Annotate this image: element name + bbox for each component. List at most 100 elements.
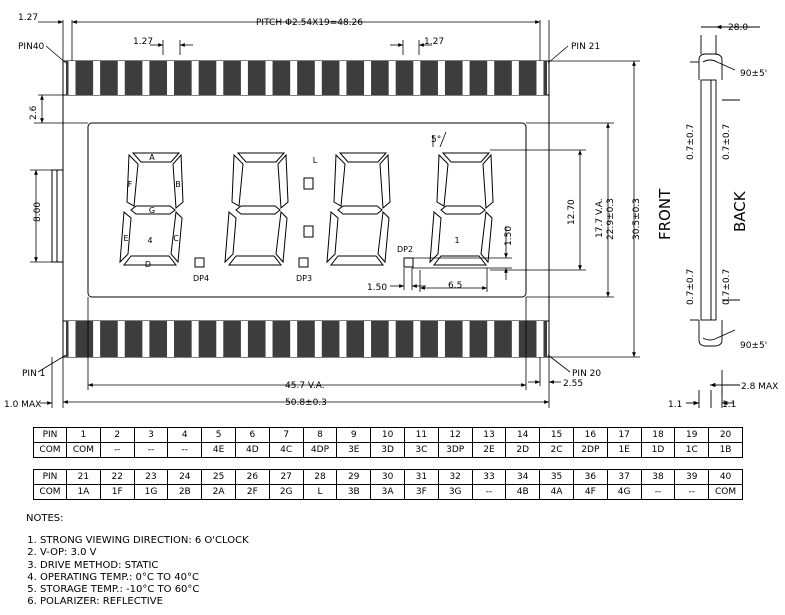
com-cell: 4F	[572, 484, 608, 500]
seg-label-a: A	[149, 153, 155, 162]
dim-1-27-a: 1.27	[133, 37, 153, 47]
seg-label-b: B	[175, 180, 181, 189]
dp4-segment	[194, 257, 205, 268]
pin-cell: 25	[201, 469, 236, 485]
pin-strip	[536, 61, 544, 95]
side-front-label: FRONT	[656, 188, 674, 240]
dim-1-27-left: 1.27	[18, 13, 38, 23]
com-cell: 2B	[167, 484, 203, 500]
note-item: DRIVE METHOD: STATIC	[40, 560, 249, 572]
pin-strip	[142, 61, 150, 95]
pin-strip	[511, 321, 519, 357]
side-tol-left-top: 0.7±0.7	[686, 124, 696, 160]
com-cell: 1A	[66, 484, 101, 500]
note-item: OPERATING TEMP.: 0°C TO 40°C	[40, 572, 249, 584]
pin-strip	[290, 321, 298, 357]
colon-top-segment	[303, 177, 314, 190]
com-cell: 4B	[505, 484, 541, 500]
side-back-label: BACK	[731, 190, 749, 232]
pin-strip	[142, 321, 150, 357]
dim-5-deg: 5°	[431, 135, 441, 145]
side-dim-1-1-right: 1.1	[722, 400, 736, 410]
pin-strip	[117, 61, 125, 95]
com-cell: 4C	[268, 442, 304, 458]
seg-label-c: C	[173, 234, 179, 243]
com-cell: 2F	[234, 484, 270, 500]
com-cell: 2C	[539, 442, 574, 458]
dp2-label: DP2	[397, 245, 413, 254]
pin-row: PIN 21 22 23 24 25 26 27 28 29 30 31 32 …	[33, 469, 743, 485]
com-cell: --	[167, 442, 203, 458]
pin-cell: 40	[708, 469, 743, 485]
pin-strip	[191, 321, 199, 357]
dim-1-50-v: 1.50	[504, 226, 514, 246]
seg-label-d: D	[145, 260, 151, 269]
com-cell: 4E	[201, 442, 236, 458]
pin-strip	[240, 61, 248, 95]
notes-section: NOTES: STRONG VIEWING DIRECTION: 6 O'CLO…	[26, 513, 249, 608]
pin-strip	[93, 321, 101, 357]
pin-cell: 31	[403, 469, 439, 485]
side-tol-right-top: 0.7±0.7	[722, 124, 732, 160]
pin-strip	[191, 61, 199, 95]
com-cell: --	[133, 442, 169, 458]
side-dim-1-1-left: 1.1	[668, 400, 682, 410]
label-pin40: PIN40	[18, 42, 45, 52]
pin-cell: 13	[471, 427, 507, 443]
pin-strip	[314, 61, 322, 95]
dim-8-00: 8.00	[33, 202, 43, 222]
pin-cell: 22	[99, 469, 135, 485]
pin-cell: 37	[606, 469, 642, 485]
com-cell: 3F	[403, 484, 439, 500]
colon-label: L	[313, 156, 318, 165]
digit-2	[326, 152, 391, 266]
side-tol-right-bottom: 0.7±0.7	[722, 269, 732, 305]
seg-label-e: E	[123, 234, 128, 243]
com-cell: COM	[66, 442, 101, 458]
lcd-side-view	[686, 24, 760, 408]
seg-label-g: G	[149, 206, 155, 215]
pin-cell: 10	[370, 427, 405, 443]
com-cell: 2E	[471, 442, 507, 458]
dp2-segment	[403, 257, 414, 268]
com-cell: 3A	[370, 484, 405, 500]
pin-cell: 28	[302, 469, 338, 485]
pin-cell: 38	[640, 469, 676, 485]
pin-strip	[68, 61, 76, 95]
dim-6-5: 6.5	[448, 281, 462, 291]
com-cell: 3B	[336, 484, 372, 500]
label-pin20: PIN 20	[572, 369, 601, 379]
notes-list: STRONG VIEWING DIRECTION: 6 O'CLOCK V-OP…	[26, 535, 249, 608]
dim-1-0-max: 1.0 MAX	[4, 400, 41, 410]
com-cell: L	[302, 484, 338, 500]
pin-cell: 1	[66, 427, 101, 443]
pin-cell: 33	[471, 469, 507, 485]
pin-strip	[536, 321, 544, 357]
pin-cell: PIN	[33, 469, 67, 485]
pin-strip	[388, 61, 396, 95]
pin-table-1: PIN 1 2 3 4 5 6 7 8 9 10 11 12 13 14 15 …	[33, 427, 743, 458]
pin-strip	[216, 321, 224, 357]
pin-cell: 32	[437, 469, 473, 485]
dim-12-70: 12.70	[567, 199, 577, 225]
digit-3	[224, 152, 289, 266]
com-cell: 4D	[234, 442, 270, 458]
com-cell: COM	[33, 442, 67, 458]
dim-50-8: 50.8±0.3	[285, 398, 327, 408]
notes-title: NOTES:	[26, 513, 64, 524]
pin-cell: 16	[572, 427, 608, 443]
pin-strip	[462, 321, 470, 357]
com-cell: 2D	[505, 442, 541, 458]
pin-cell: 4	[167, 427, 203, 443]
side-top-width: 28.0	[728, 23, 748, 33]
digit-1-label: 1	[454, 236, 459, 245]
side-angle-bottom: 90±5'	[740, 341, 767, 351]
pin-cell: 23	[133, 469, 169, 485]
side-max: 2.8 MAX	[741, 382, 778, 392]
digit-4-label: 4	[147, 236, 152, 245]
pin-cell: 21	[66, 469, 101, 485]
pin-cell: 20	[708, 427, 743, 443]
pin-strip	[167, 321, 175, 357]
pin-strip	[216, 61, 224, 95]
pin-cell: 3	[133, 427, 169, 443]
